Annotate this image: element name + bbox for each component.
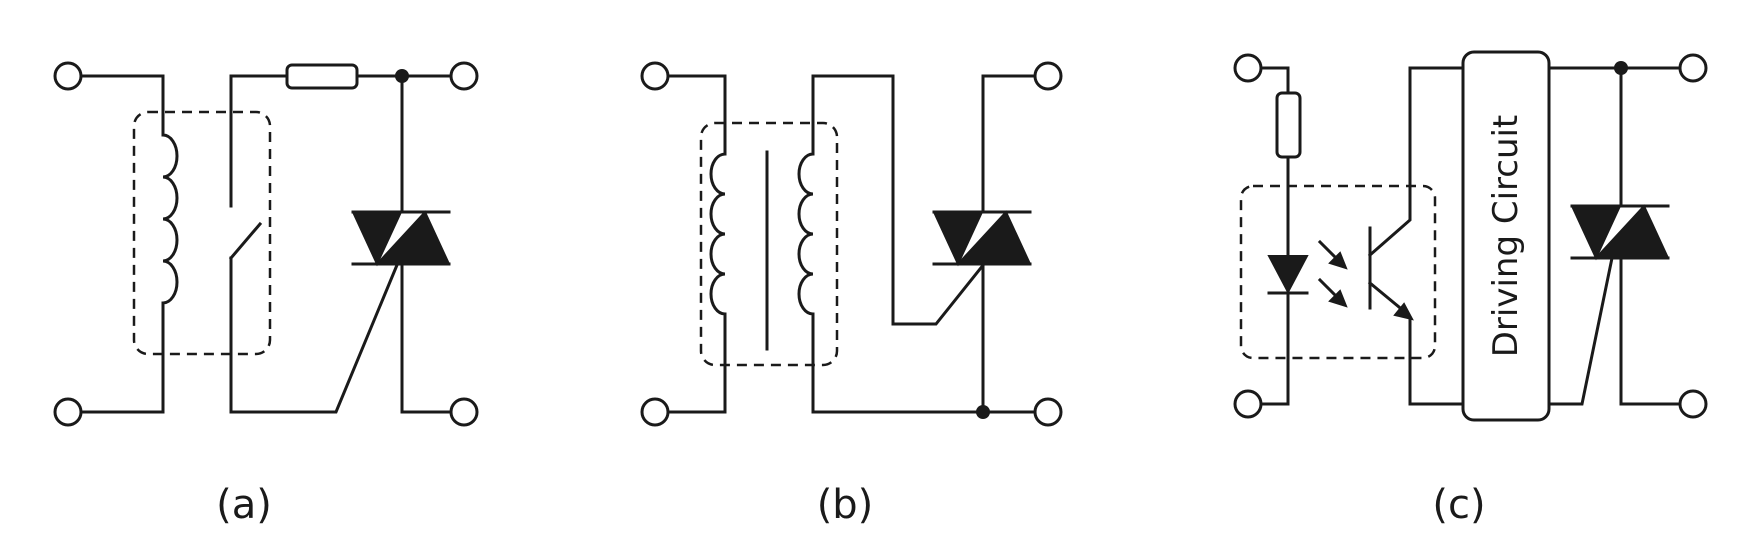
light-arrows — [1317, 239, 1348, 308]
terminal-c-in-top — [1233, 53, 1263, 83]
triac-b — [932, 210, 1032, 267]
driver-out-wire-bottom — [1547, 256, 1614, 406]
terminal-a-out-top — [449, 61, 479, 91]
switch-blade — [228, 221, 263, 261]
driving-circuit-label: Driving Circuit — [1486, 115, 1526, 358]
triac-wire-a — [400, 74, 457, 414]
secondary-wire-top — [811, 74, 987, 326]
primary-wire-top — [661, 74, 727, 156]
transformer-secondary-coil — [797, 74, 815, 414]
panel-caption-b: (b) — [817, 482, 874, 528]
panel-caption-c: (c) — [1432, 482, 1485, 528]
terminal-a-in-bottom — [53, 397, 83, 427]
input-wire-top-a — [74, 74, 165, 112]
terminal-b-in-bottom — [640, 397, 670, 427]
triac-c — [1570, 204, 1670, 261]
terminal-b-in-top — [640, 61, 670, 91]
panel-caption-a: (a) — [216, 482, 272, 528]
led-wire-bottom — [1257, 155, 1290, 406]
junction-dot-a — [395, 69, 409, 83]
phototransistor — [1367, 66, 1465, 406]
resistor-a — [285, 63, 359, 90]
triac-a — [351, 210, 451, 267]
terminal-a-in-top — [53, 61, 83, 91]
terminal-c-out-bottom — [1678, 389, 1708, 419]
input-wire-bottom-a — [74, 321, 165, 414]
led-wire-top — [1257, 66, 1290, 95]
panel-b: (b) — [640, 61, 1063, 528]
led-diode — [1267, 255, 1309, 295]
triac-wire-c — [1619, 66, 1686, 406]
resistor-c — [1275, 91, 1302, 159]
relay-enclosure-dashed — [132, 110, 272, 356]
terminal-b-out-top — [1033, 61, 1063, 91]
panel-a: (a) — [53, 61, 479, 528]
terminal-b-out-bottom — [1033, 397, 1063, 427]
primary-wire-bottom — [661, 331, 727, 414]
relay-coil — [161, 108, 179, 325]
transformer-primary-coil — [709, 152, 727, 335]
terminal-c-out-top — [1678, 53, 1708, 83]
switch-wire-bottom — [229, 256, 399, 414]
panel-c: Driving Circuit (c) — [1233, 50, 1708, 528]
switch-wire-top — [229, 74, 289, 208]
driving-circuit-box — [1461, 50, 1551, 422]
terminal-a-out-bottom — [449, 397, 479, 427]
junction-dot-b — [976, 405, 990, 419]
junction-dot-c — [1614, 61, 1628, 75]
terminal-c-in-bottom — [1233, 389, 1263, 419]
triac-wire-b — [981, 74, 1042, 414]
transformer-enclosure-dashed — [699, 121, 839, 367]
optocoupler-enclosure-dashed — [1239, 184, 1437, 360]
